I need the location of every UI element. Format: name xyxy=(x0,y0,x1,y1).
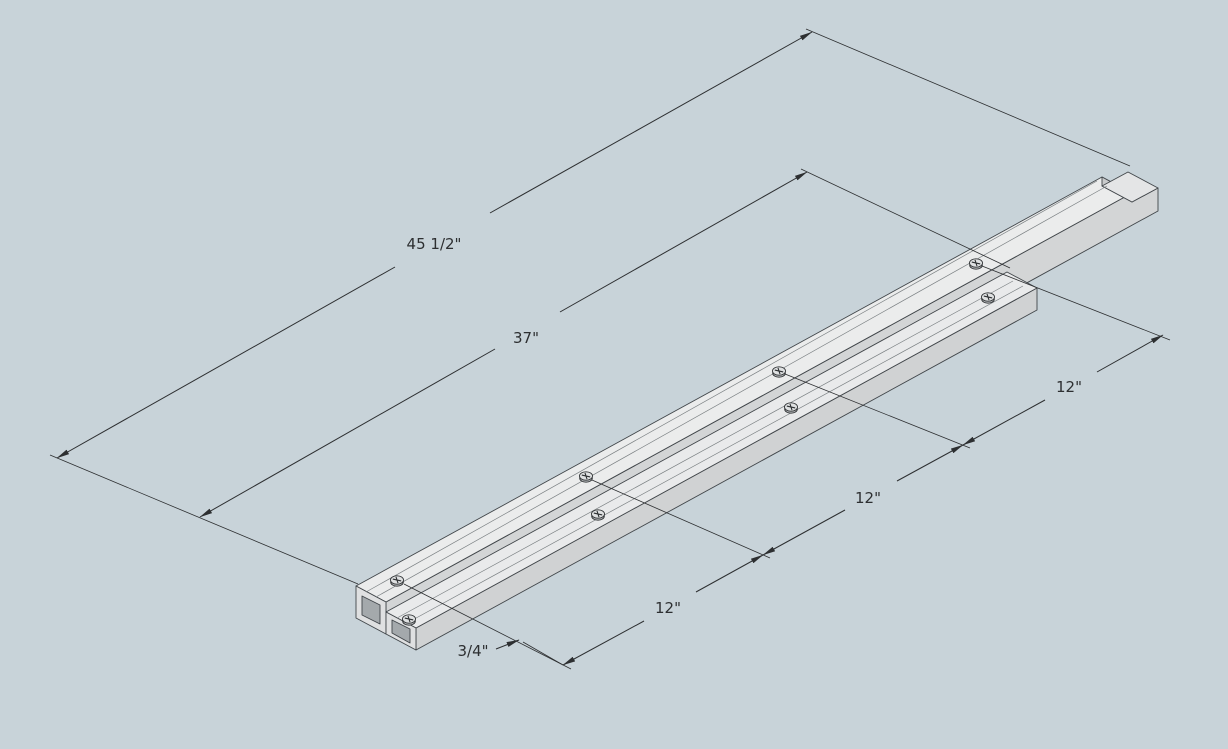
dimension-overall-length: 45 1/2" xyxy=(49,28,1131,585)
dim-line xyxy=(199,348,496,518)
extension-line xyxy=(805,28,1131,167)
dim-label-spacing-left: 12" xyxy=(655,599,681,617)
extension-line xyxy=(784,373,971,449)
screw-front-2 xyxy=(590,509,606,521)
extension-line xyxy=(403,583,572,670)
dim-line xyxy=(559,171,808,313)
screw-top-4 xyxy=(968,258,984,270)
dim-label-spacing-right: 12" xyxy=(1056,378,1082,396)
dimension-end-offset: 3/4" xyxy=(457,639,564,666)
front-bar-end-hole xyxy=(391,619,411,644)
dimension-screw-spacing-chain: 12" 12" 12" xyxy=(403,265,1171,670)
back-bar-groove-lines xyxy=(365,180,1108,598)
dim-line xyxy=(962,399,1046,446)
back-bar-notch-floor xyxy=(1101,171,1159,203)
dimension-rail-length: 37" xyxy=(199,168,1011,518)
dim-line xyxy=(562,620,645,666)
leader-line xyxy=(495,639,520,650)
front-bar-groove-lines xyxy=(396,280,1024,624)
screw-top-1 xyxy=(389,575,405,587)
screw-front-1 xyxy=(401,614,417,626)
dim-line xyxy=(56,266,396,459)
rail-front-bar xyxy=(385,271,1038,651)
leader-tail-line xyxy=(522,641,564,666)
dim-line xyxy=(489,31,813,214)
dim-line xyxy=(896,444,964,482)
extension-line xyxy=(800,168,1011,269)
screw-front-4 xyxy=(980,292,996,304)
dim-label-spacing-middle: 12" xyxy=(855,489,881,507)
back-bar-end-hole xyxy=(361,595,381,625)
dim-label-end-offset: 3/4" xyxy=(457,642,488,660)
dim-line xyxy=(1096,334,1164,373)
dim-line xyxy=(695,554,764,593)
screw-top-2 xyxy=(578,471,594,483)
extension-line xyxy=(49,454,359,585)
extension-line xyxy=(981,265,1171,341)
dim-label-overall: 45 1/2" xyxy=(407,235,462,253)
extension-line xyxy=(591,479,771,559)
dim-line xyxy=(762,509,846,556)
screw-front-3 xyxy=(783,402,799,414)
screw-top-3 xyxy=(771,366,787,378)
dim-label-rail: 37" xyxy=(513,329,539,347)
